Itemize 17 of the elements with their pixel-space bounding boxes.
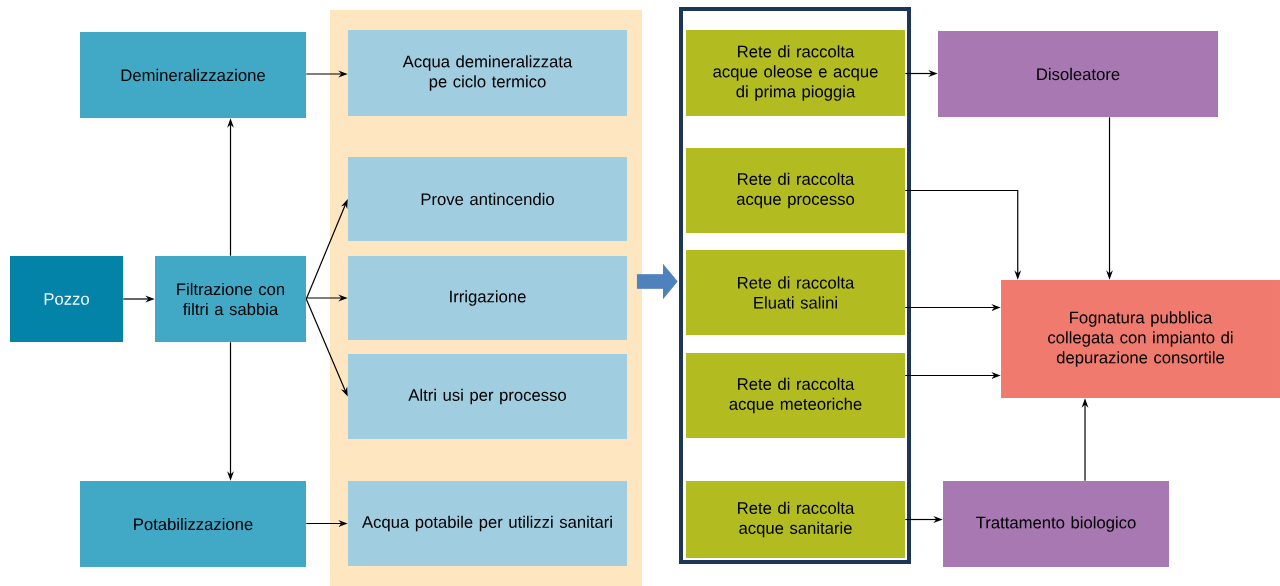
network-box: Rete di raccolta acque meteoriche xyxy=(686,353,905,438)
process-box: Demineralizzazione xyxy=(80,32,306,118)
process-box: Potabilizzazione xyxy=(80,481,306,567)
network-box: Rete di raccolta Eluati salini xyxy=(686,250,905,335)
treatment-box: Disoleatore xyxy=(938,31,1218,117)
network-box: Rete di raccolta acque sanitarie xyxy=(686,481,905,558)
use-box: Acqua potabile per utilizzi sanitari xyxy=(348,481,627,566)
use-box: Prove antincendio xyxy=(348,157,627,241)
sewer-box: Fognatura pubblica collegata con impianto di depurazione consortile xyxy=(1001,280,1280,398)
use-box: Irrigazione xyxy=(348,256,627,340)
network-box: Rete di raccolta acque oleose e acque di prima pioggia xyxy=(686,30,905,116)
use-box: Altri usi per processo xyxy=(348,354,627,439)
treatment-box: Trattamento biologico xyxy=(943,481,1169,567)
use-box: Acqua demineralizzata pe ciclo termico xyxy=(348,30,627,116)
network-box: Rete di raccolta acque processo xyxy=(686,148,905,233)
process-box: Pozzo xyxy=(10,256,123,342)
process-box: Filtrazione con filtri a sabbia xyxy=(155,256,306,342)
